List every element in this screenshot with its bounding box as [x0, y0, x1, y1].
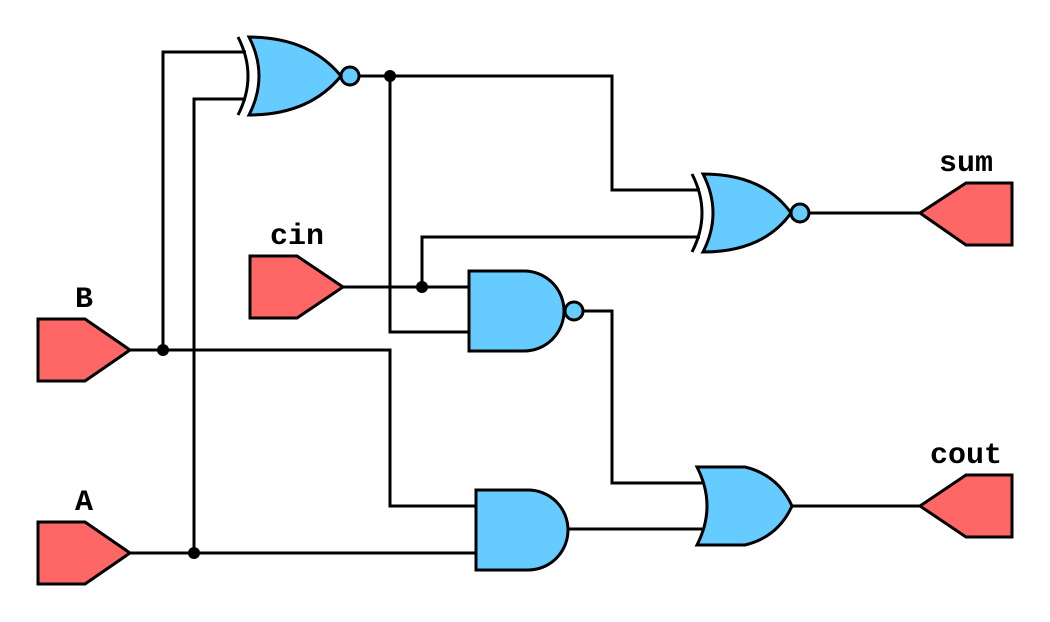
output-port-cout[interactable]: [917, 473, 1014, 539]
junction-a: [188, 547, 200, 559]
output-port-sum[interactable]: [917, 181, 1014, 247]
label-sum: sum: [939, 147, 993, 181]
wire-nand-to-or: [583, 309, 702, 485]
wire-xnor1-out: [359, 74, 700, 192]
xnor-gate-1[interactable]: [236, 35, 361, 117]
label-cout: cout: [930, 439, 1002, 473]
junction-cin: [416, 281, 428, 293]
label-a: A: [75, 486, 93, 520]
input-port-b[interactable]: [36, 317, 133, 383]
input-port-cin[interactable]: [248, 254, 346, 320]
junction-b: [157, 344, 169, 356]
label-cin: cin: [270, 220, 324, 254]
input-port-a[interactable]: [36, 520, 133, 586]
junctions: [157, 70, 428, 559]
or-gate[interactable]: [694, 465, 794, 547]
wire-b-to-xnor1: [161, 50, 246, 350]
junction-xnor1-out: [384, 70, 396, 82]
wire-b-main: [130, 348, 476, 508]
nand-gate[interactable]: [467, 269, 585, 353]
and-gate[interactable]: [474, 488, 570, 572]
wires: [130, 50, 920, 555]
xnor-gate-2[interactable]: [690, 172, 811, 254]
wire-cin-to-xnor2: [420, 235, 700, 287]
label-b: B: [75, 283, 93, 317]
wire-a-to-xnor1: [192, 97, 246, 553]
wire-xnor1-to-nand: [388, 76, 469, 334]
